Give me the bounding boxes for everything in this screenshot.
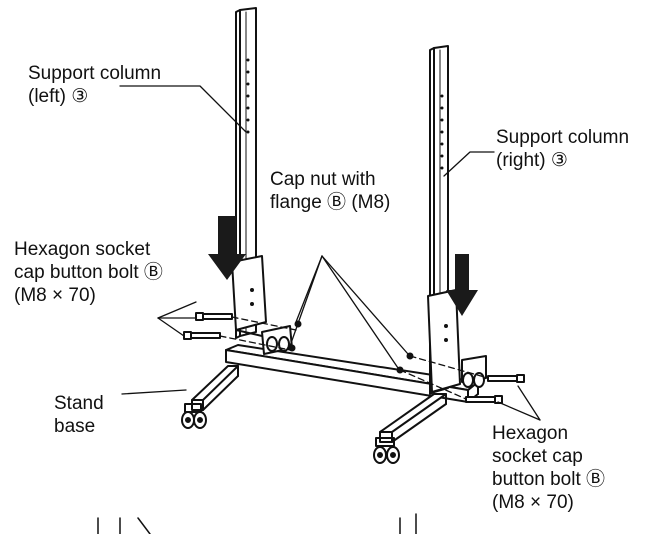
bottom-fragments [97,513,417,534]
support-column-left [231,7,267,339]
label-hexagon-bolt-right: Hexagon socket cap button bolt Ⓑ (M8 × 7… [492,423,606,513]
support-column-right [427,45,461,395]
label-support-column-right: Support column (right) ③ [496,127,630,171]
label-hexagon-bolt-left: Hexagon socket cap button bolt Ⓑ (M8 × 7… [14,239,163,306]
bolts-right [399,355,525,404]
label-cap-nut: Cap nut with flange Ⓑ (M8) [270,169,391,213]
column-holes-right [440,94,448,342]
bolts-left [183,312,297,351]
label-support-column-left: Support column (left) ③ [28,63,162,107]
caster-wheels [181,336,485,464]
column-holes-left [246,58,254,306]
label-stand-base: Stand base [54,393,104,437]
down-arrow-right [446,254,478,316]
leader-lines [119,85,541,421]
down-arrow-left [208,216,246,280]
